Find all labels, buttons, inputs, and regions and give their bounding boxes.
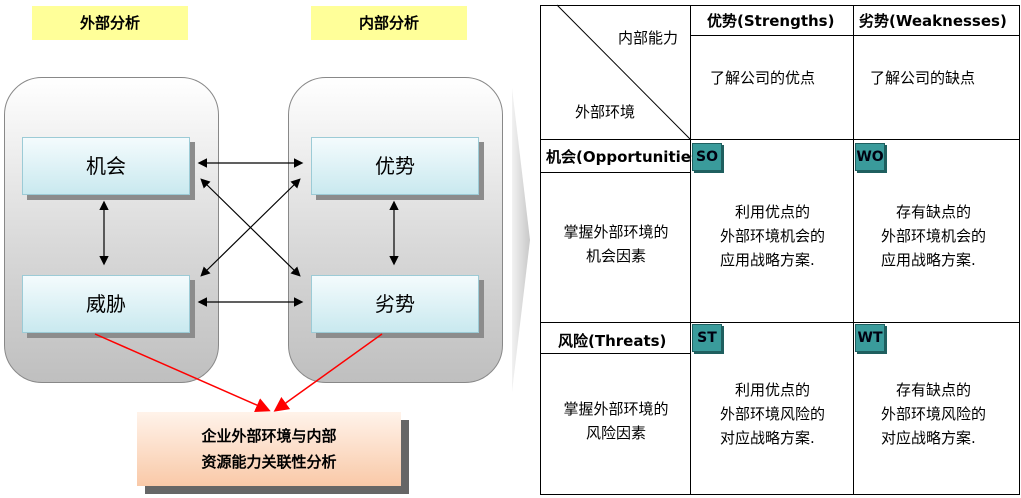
opportunities-header: 机会(Opportunities) (546, 148, 707, 166)
wo-line-3: 应用战略方案. (881, 251, 976, 269)
transition-chevron (512, 88, 530, 392)
opportunities-desc-line-1: 掌握外部环境的 (563, 223, 669, 241)
result-box: 企业外部环境与内部 资源能力关联性分析 (137, 412, 401, 486)
red-arrow-left (94, 333, 271, 413)
threats-desc-line-1: 掌握外部环境的 (563, 400, 669, 418)
wt-line-2: 外部环境风险的 (881, 405, 987, 423)
external-analysis-header: 外部分析 (32, 6, 188, 40)
strengths-header: 优势(Strengths) (707, 12, 835, 30)
weakness-box: 劣势 (311, 275, 479, 333)
wo-line-1: 存有缺点的 (896, 203, 972, 221)
st-line-1: 利用优点的 (735, 381, 811, 399)
so-line-3: 应用战略方案. (720, 251, 815, 269)
threat-box: 威胁 (22, 275, 190, 333)
wo-strategy: 存有缺点的 外部环境机会的 应用战略方案. (881, 200, 986, 272)
so-tag: SO (692, 143, 722, 171)
threats-desc: 掌握外部环境的 风险因素 (548, 397, 684, 445)
wo-tag: WO (855, 143, 885, 171)
opportunities-desc: 掌握外部环境的 机会因素 (548, 220, 684, 268)
red-arrow-right (273, 333, 383, 412)
opportunity-box: 机会 (22, 137, 190, 195)
arrow-threat-strength (200, 178, 301, 277)
wt-line-1: 存有缺点的 (896, 381, 972, 399)
corner-internal-label: 内部能力 (618, 29, 679, 47)
internal-analysis-header: 内部分析 (311, 6, 467, 40)
st-line-3: 对应战略方案. (720, 429, 815, 447)
strength-box: 优势 (311, 137, 479, 195)
threats-desc-line-2: 风险因素 (585, 424, 646, 442)
wt-tag: WT (855, 324, 885, 352)
st-line-2: 外部环境风险的 (720, 405, 826, 423)
matrix-grid (540, 4, 1020, 495)
corner-external-label: 外部环境 (575, 103, 636, 121)
weaknesses-header: 劣势(Weaknesses) (859, 12, 1007, 30)
wt-strategy: 存有缺点的 外部环境风险的 对应战略方案. (881, 378, 986, 450)
st-tag: ST (692, 324, 722, 352)
result-line-1: 企业外部环境与内部 (201, 427, 337, 445)
st-strategy: 利用优点的 外部环境风险的 对应战略方案. (720, 378, 825, 450)
wo-line-2: 外部环境机会的 (881, 227, 987, 245)
weaknesses-desc: 了解公司的缺点 (870, 69, 976, 87)
opportunities-desc-line-2: 机会因素 (585, 247, 646, 265)
so-strategy: 利用优点的 外部环境机会的 应用战略方案. (720, 200, 825, 272)
strengths-desc: 了解公司的优点 (710, 69, 816, 87)
wt-line-3: 对应战略方案. (881, 429, 976, 447)
so-line-2: 外部环境机会的 (720, 227, 826, 245)
result-line-2: 资源能力关联性分析 (201, 453, 337, 471)
threats-header: 风险(Threats) (558, 332, 667, 350)
so-line-1: 利用优点的 (735, 203, 811, 221)
